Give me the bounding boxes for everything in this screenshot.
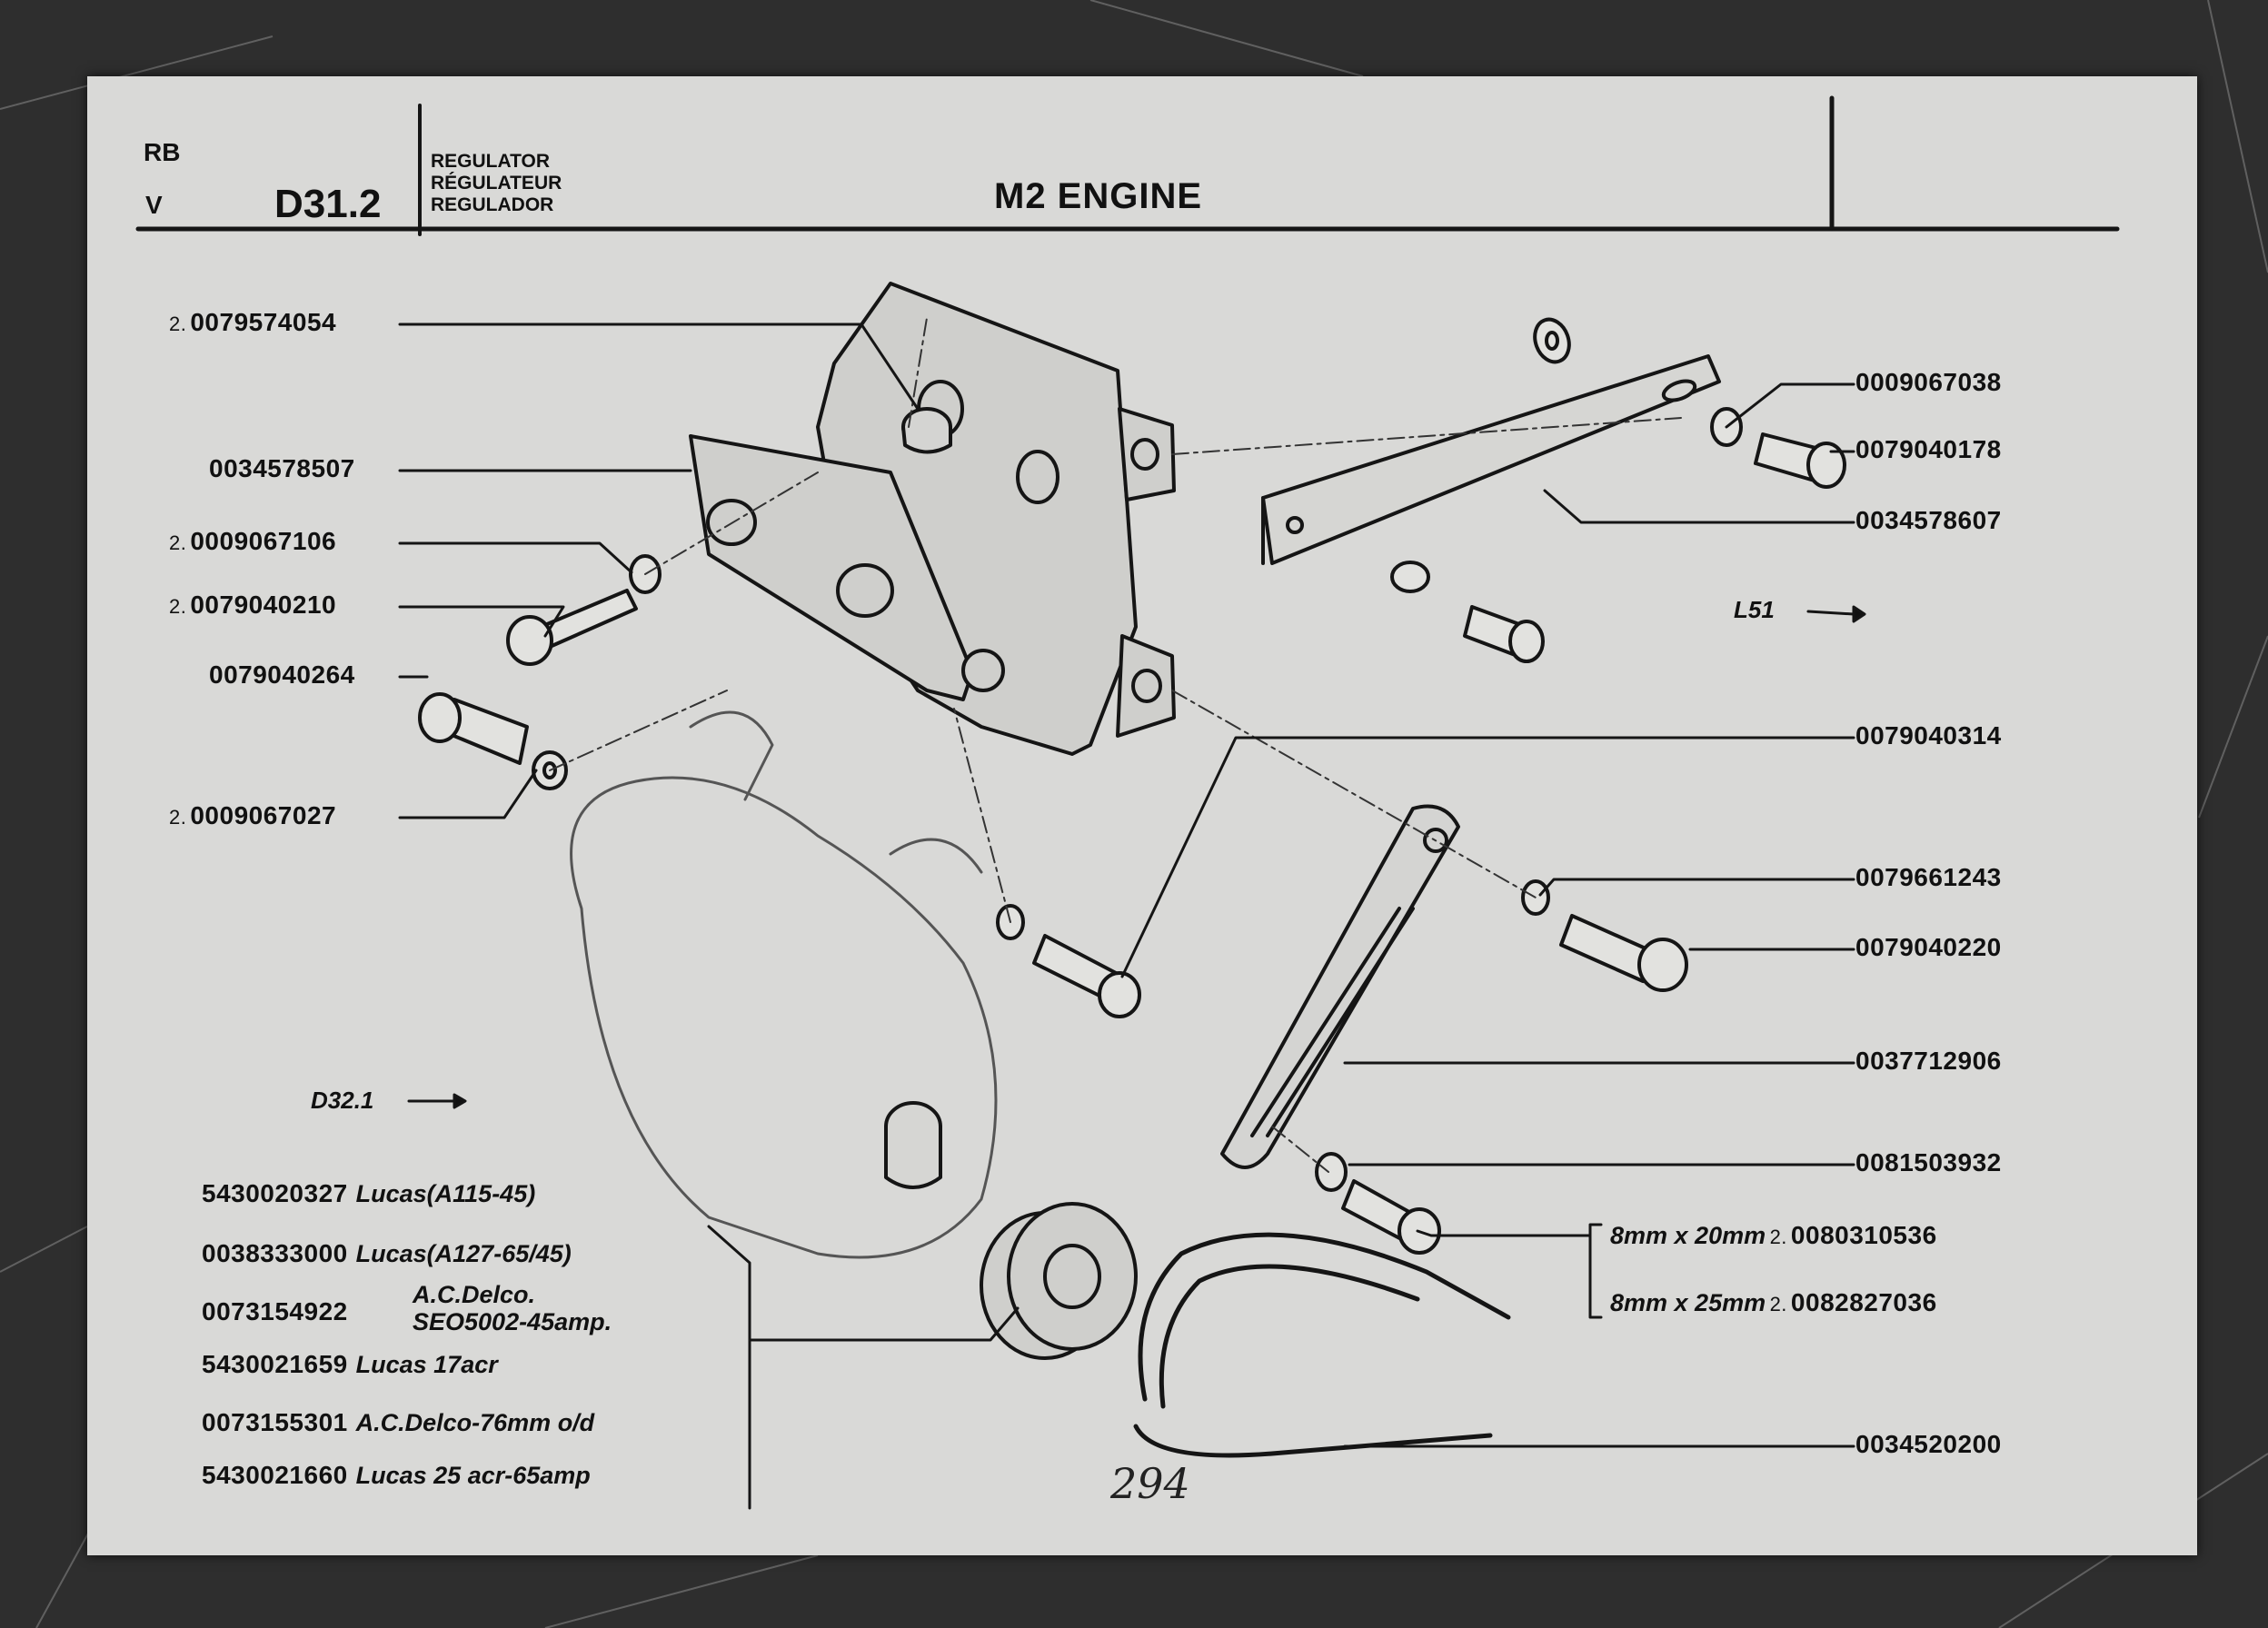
page-title: M2 ENGINE	[994, 176, 1203, 216]
part-label: 0079040314	[1855, 721, 2002, 750]
part-label: 0037712906	[1855, 1047, 2002, 1076]
alternator-desc: Lucas(A127-65/45)	[355, 1240, 572, 1267]
alternator-outline	[570, 710, 998, 1259]
part-label: 0079040264	[205, 660, 355, 690]
part-label: 2.0079040210	[169, 591, 336, 620]
part-number: 5430020327	[202, 1179, 348, 1207]
slotted-link	[1220, 804, 1460, 1169]
header-v: V	[145, 191, 163, 219]
upper-adjusting-strap	[1261, 354, 1721, 565]
part-label: 2.0079574054	[169, 308, 336, 337]
alternator-row: 0073154922	[202, 1297, 348, 1326]
part-number: 0034520200	[1855, 1430, 2002, 1458]
bolt-size: 8mm x 25mm	[1610, 1289, 1766, 1316]
part-label: 0034578607	[1855, 506, 2002, 535]
part-number: 0079040210	[190, 591, 337, 619]
regulator-labels: REGULATOR RÉGULATEUR REGULADOR	[431, 151, 562, 216]
header-rb: RB	[144, 138, 181, 166]
part-number: 0034578507	[209, 454, 355, 482]
regulator-en: REGULATOR	[431, 151, 551, 172]
part-qty: 2.	[169, 531, 187, 554]
part-number: 0009067027	[190, 801, 337, 829]
page-number: 294	[1110, 1459, 1190, 1508]
part-label: 2.0009067106	[169, 527, 336, 556]
regulator-fr: RÉGULATEUR	[431, 173, 562, 194]
alternator-row: 5430021660 Lucas 25 acr-65amp	[202, 1461, 591, 1490]
part-number: 0080310536	[1790, 1221, 1937, 1249]
fan-belt	[1133, 1232, 1511, 1458]
part-qty: 2.	[1769, 1293, 1787, 1315]
part-number: 0079040220	[1855, 933, 2002, 961]
regulator-es: REGULADOR	[431, 194, 554, 215]
reference-d32: D32.1	[311, 1087, 374, 1114]
catalogue-sheet	[87, 76, 2197, 1555]
part-number: 0038333000	[202, 1239, 348, 1267]
part-label: 0034578507	[205, 454, 355, 483]
part-number: 0079661243	[1855, 863, 2002, 891]
part-qty: 2.	[169, 313, 187, 335]
alternator-desc: Lucas(A115-45)	[355, 1180, 536, 1207]
part-label: 0079661243	[1855, 863, 2002, 892]
part-number: 0081503932	[1855, 1148, 2002, 1176]
part-qty: 2.	[1769, 1226, 1787, 1248]
mounting-bracket	[689, 282, 1176, 756]
part-number: 0079040264	[209, 660, 355, 689]
alternator-row: 0038333000 Lucas(A127-65/45)	[202, 1239, 572, 1268]
alternator-row: 5430020327 Lucas(A115-45)	[202, 1179, 535, 1208]
section-code: D31.2	[274, 182, 382, 226]
part-label: 0009067038	[1855, 368, 2002, 397]
alternator-desc: A.C.Delco.	[413, 1281, 536, 1308]
bolt-option: 8mm x 20mm 2.0080310536	[1610, 1221, 1937, 1250]
part-qty: 2.	[169, 595, 187, 618]
alternator-desc: Lucas 25 acr-65amp	[355, 1462, 591, 1489]
pulley	[980, 1202, 1138, 1360]
part-label: 0034520200	[1855, 1430, 2002, 1459]
alternator-row: 5430021659 Lucas 17acr	[202, 1350, 498, 1379]
part-label: 2.0009067027	[169, 801, 336, 830]
alternator-desc: A.C.Delco-76mm o/d	[355, 1409, 595, 1436]
part-qty: 2.	[169, 806, 187, 829]
alternator-row: 0073155301 A.C.Delco-76mm o/d	[202, 1408, 594, 1437]
part-number: 0079040314	[1855, 721, 2002, 749]
part-number: 0037712906	[1855, 1047, 2002, 1075]
part-number: 0034578607	[1855, 506, 2002, 534]
part-number: 0073155301	[202, 1408, 348, 1436]
part-number: 5430021660	[202, 1461, 348, 1489]
part-number: 0073154922	[202, 1297, 348, 1325]
part-number: 0082827036	[1790, 1288, 1937, 1316]
part-number: 5430021659	[202, 1350, 348, 1378]
reference-l51: L51	[1734, 596, 1775, 623]
bolt-size: 8mm x 20mm	[1610, 1222, 1766, 1249]
part-number: 0079040178	[1855, 435, 2002, 463]
part-number: 0079574054	[190, 308, 337, 336]
part-number: 0009067038	[1855, 368, 2002, 396]
part-number: 0009067106	[190, 527, 337, 555]
part-label: 0081503932	[1855, 1148, 2002, 1177]
bolt-option: 8mm x 25mm 2.0082827036	[1610, 1288, 1937, 1317]
alternator-desc-2: SEO5002-45amp.	[413, 1308, 612, 1335]
part-label: 0079040220	[1855, 933, 2002, 962]
part-label: 0079040178	[1855, 435, 2002, 464]
alternator-desc: Lucas 17acr	[355, 1351, 498, 1378]
